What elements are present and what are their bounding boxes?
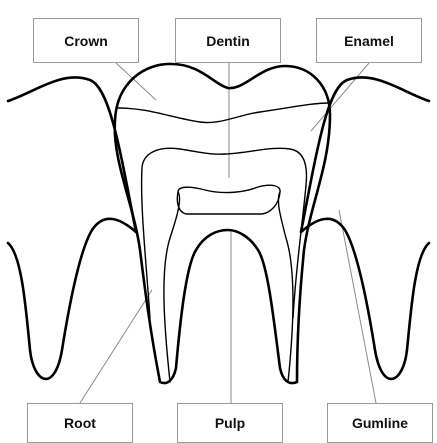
root-label: Root — [27, 403, 133, 443]
enamel-leader-line — [311, 63, 369, 131]
dentin-label: Dentin — [175, 18, 281, 63]
pulp-outer-line — [142, 148, 307, 318]
pulp-inner-line — [177, 185, 280, 214]
pulp-canal-right — [278, 192, 293, 382]
enamel-dentin-boundary — [118, 103, 329, 123]
right-neighbor-tooth-outline — [301, 77, 429, 232]
left-neighbor-root-outline — [8, 219, 136, 379]
gumline-label: Gumline — [327, 403, 433, 443]
gumline-leader-line — [339, 210, 376, 403]
pulp-label: Pulp — [177, 403, 283, 443]
enamel-label: Enamel — [316, 18, 422, 63]
root-leader-line — [80, 290, 152, 403]
main-tooth-outline — [115, 64, 330, 383]
crown-label: Crown — [33, 18, 139, 63]
right-neighbor-root-outline — [301, 219, 429, 379]
